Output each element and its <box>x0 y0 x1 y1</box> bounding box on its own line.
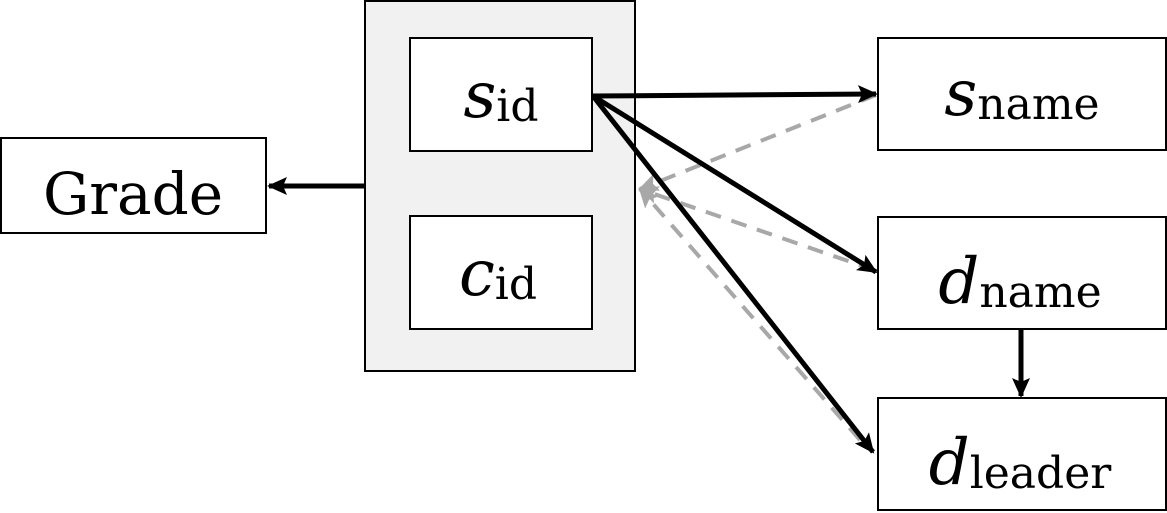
d-leader-box <box>877 397 1167 511</box>
grade-label: Grade <box>43 160 223 228</box>
s-id-box <box>409 37 593 152</box>
grade-box <box>0 137 267 234</box>
c-id-box <box>409 215 593 330</box>
dashed-edge-dname-to-group <box>638 186 875 272</box>
s-name-label: sname <box>944 57 1099 131</box>
edge-sid-to-sname <box>592 85 878 104</box>
edge-sid-to-dname <box>591 93 878 275</box>
d-leader-label: dleader <box>929 426 1113 500</box>
s-name-box <box>877 37 1167 151</box>
d-name-label: dname <box>938 245 1101 319</box>
c-id-label: cid <box>459 237 537 311</box>
d-name-box <box>877 216 1167 330</box>
dashed-edge-sname-to-group <box>638 93 877 191</box>
s-id-label: sid <box>463 59 538 133</box>
edge-sid-to-dleader <box>591 94 875 454</box>
dashed-edge-dleader-to-group <box>638 187 862 442</box>
